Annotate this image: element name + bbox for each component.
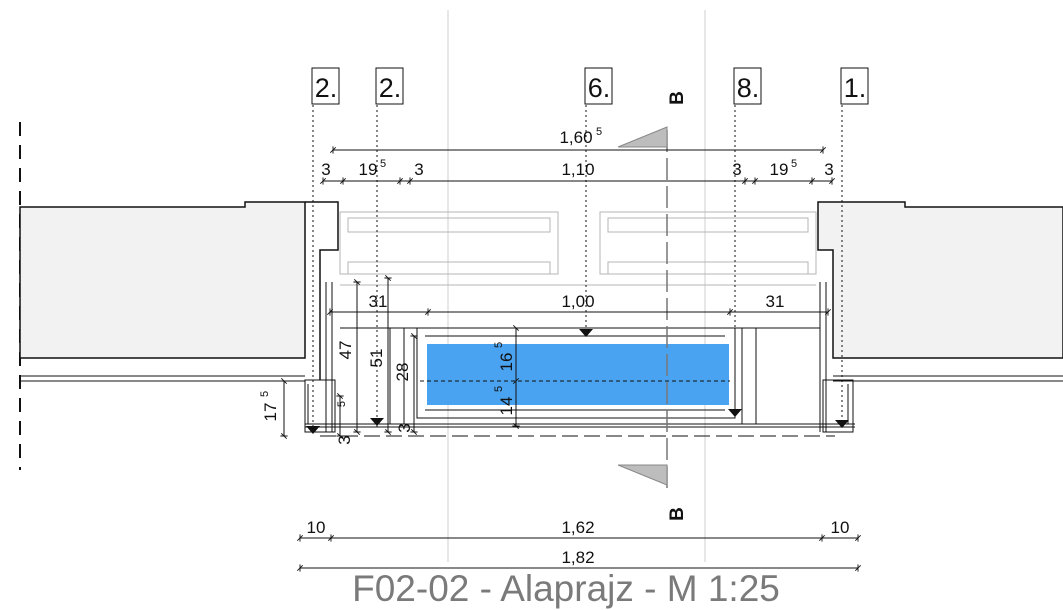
dim-small-3a: 3 — [335, 435, 354, 444]
dim-bottom-right: 10 — [831, 518, 850, 537]
level-markers — [306, 329, 849, 434]
section-arrow-top — [617, 126, 668, 148]
grid-tag: 8. — [737, 73, 760, 103]
dim-seg-right-19-exp: 5 — [791, 158, 797, 170]
dim-bottom-left: 10 — [307, 518, 326, 537]
upper-frames — [339, 211, 817, 286]
dim-seg-left-3: 3 — [321, 160, 330, 179]
dim-inner-right: 31 — [766, 292, 785, 311]
dim-overall-width-exp: 5 — [596, 126, 602, 138]
drawing-title: F02-02 - Alaprajz - M 1:25 — [352, 568, 780, 609]
dim-seg-right-3: 3 — [732, 160, 741, 179]
dim-seg-right-19: 19 — [770, 160, 789, 179]
reference-lines — [312, 105, 843, 430]
dim-depth-14-exp: 5 — [493, 386, 505, 392]
dim-left-height: 17 — [261, 403, 280, 422]
dim-depth-16: 16 — [497, 353, 516, 372]
grid-tag: 2. — [315, 73, 338, 103]
dim-seg-left-19-exp: 5 — [380, 158, 386, 170]
dim-seg-right-3b: 3 — [824, 160, 833, 179]
section-mark-top: B — [667, 91, 688, 105]
right-wall — [817, 201, 1063, 382]
dim-bottom-center: 1,62 — [561, 518, 594, 537]
left-wall — [19, 201, 339, 382]
dim-seg-center: 1,10 — [561, 160, 594, 179]
dim-depth-47: 47 — [336, 341, 355, 360]
dim-depth-51: 51 — [367, 349, 386, 368]
section-arrow-bottom — [617, 464, 668, 486]
grid-tag: 1. — [844, 73, 867, 103]
grid-tag: 2. — [379, 73, 402, 103]
dim-small-5: 5 — [336, 401, 348, 407]
dim-depth-14: 14 — [497, 397, 516, 416]
dim-seg-left-19: 19 — [359, 160, 378, 179]
grid-tags: 2. 2. 6. 8. 1. — [311, 67, 869, 105]
section-mark-bottom: B — [667, 507, 688, 521]
dim-bottom-overall: 1,82 — [561, 548, 594, 567]
guide-lines — [447, 10, 706, 562]
dim-inner-left: 31 — [369, 292, 388, 311]
dimension-lines — [280, 146, 862, 572]
dim-overall-width: 1,60 — [559, 128, 592, 147]
dim-small-3b: 3 — [395, 423, 414, 432]
dim-seg-left-3b: 3 — [414, 160, 423, 179]
dim-depth-28: 28 — [393, 363, 412, 382]
dim-left-height-exp: 5 — [259, 391, 271, 397]
highlighted-element — [427, 344, 729, 405]
dim-depth-16-exp: 5 — [493, 342, 505, 348]
grid-tag: 6. — [588, 73, 611, 103]
dim-inner-center: 1,00 — [561, 292, 594, 311]
